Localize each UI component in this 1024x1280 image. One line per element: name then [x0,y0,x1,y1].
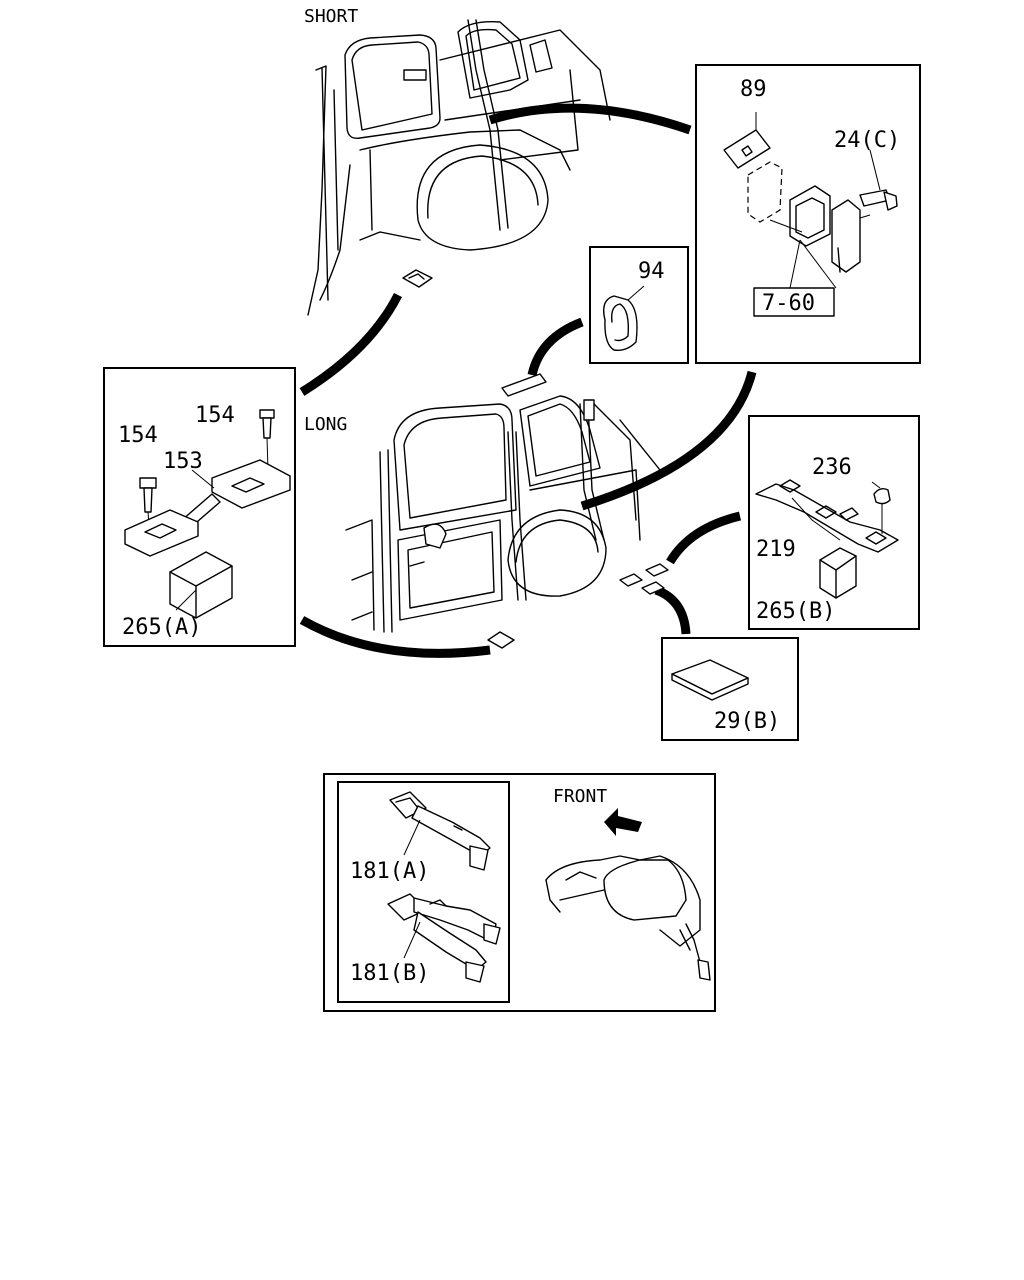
part-181a-label: 181(A) [350,859,429,884]
front-arrow-icon [604,808,642,836]
part-29b-label: 29(B) [714,709,780,734]
part-154-top-label: 154 [195,403,235,428]
part-154-left-label: 154 [118,423,158,448]
arc-to-box-219 [666,511,742,565]
box-anchor-plate: 154 154 153 265(A) [103,367,296,647]
short-body-illustration: SHORT [304,6,611,316]
box-retractor-bracket: 89 24(C) 7-60 [695,64,921,364]
front-label: FRONT [553,786,607,807]
part-760-label: 7-60 [762,291,815,316]
box-floor-bracket: 236 219 265(B) [748,415,920,630]
box-floor-pad: 29(B) [661,637,799,741]
connector-arcs [299,103,757,973]
arc-to-box-89 [488,103,692,135]
short-label: SHORT [304,6,358,27]
arc-to-box-153 [299,292,403,396]
arc-to-box-265a [299,616,491,658]
part-89-label: 89 [740,77,767,102]
part-181b-label: 181(B) [350,961,429,986]
part-219-label: 219 [756,537,796,562]
part-760-frame [753,287,835,317]
box-clip: 94 [589,246,689,364]
part-24c-label: 24(C) [834,128,900,153]
part-265b-label: 265(B) [756,599,835,624]
part-153-label: 153 [163,449,203,474]
arc-to-box-760 [580,370,757,511]
long-body-illustration: LONG [304,373,669,649]
part-94-label: 94 [638,259,665,284]
box-front-seat-belts: 181(A) 181(B) FRONT [323,773,716,1012]
arc-to-box-29b [654,585,691,635]
arc-to-box-94 [527,317,584,377]
part-236-label: 236 [812,455,852,480]
long-label: LONG [304,414,347,435]
part-265a-label: 265(A) [122,615,201,640]
